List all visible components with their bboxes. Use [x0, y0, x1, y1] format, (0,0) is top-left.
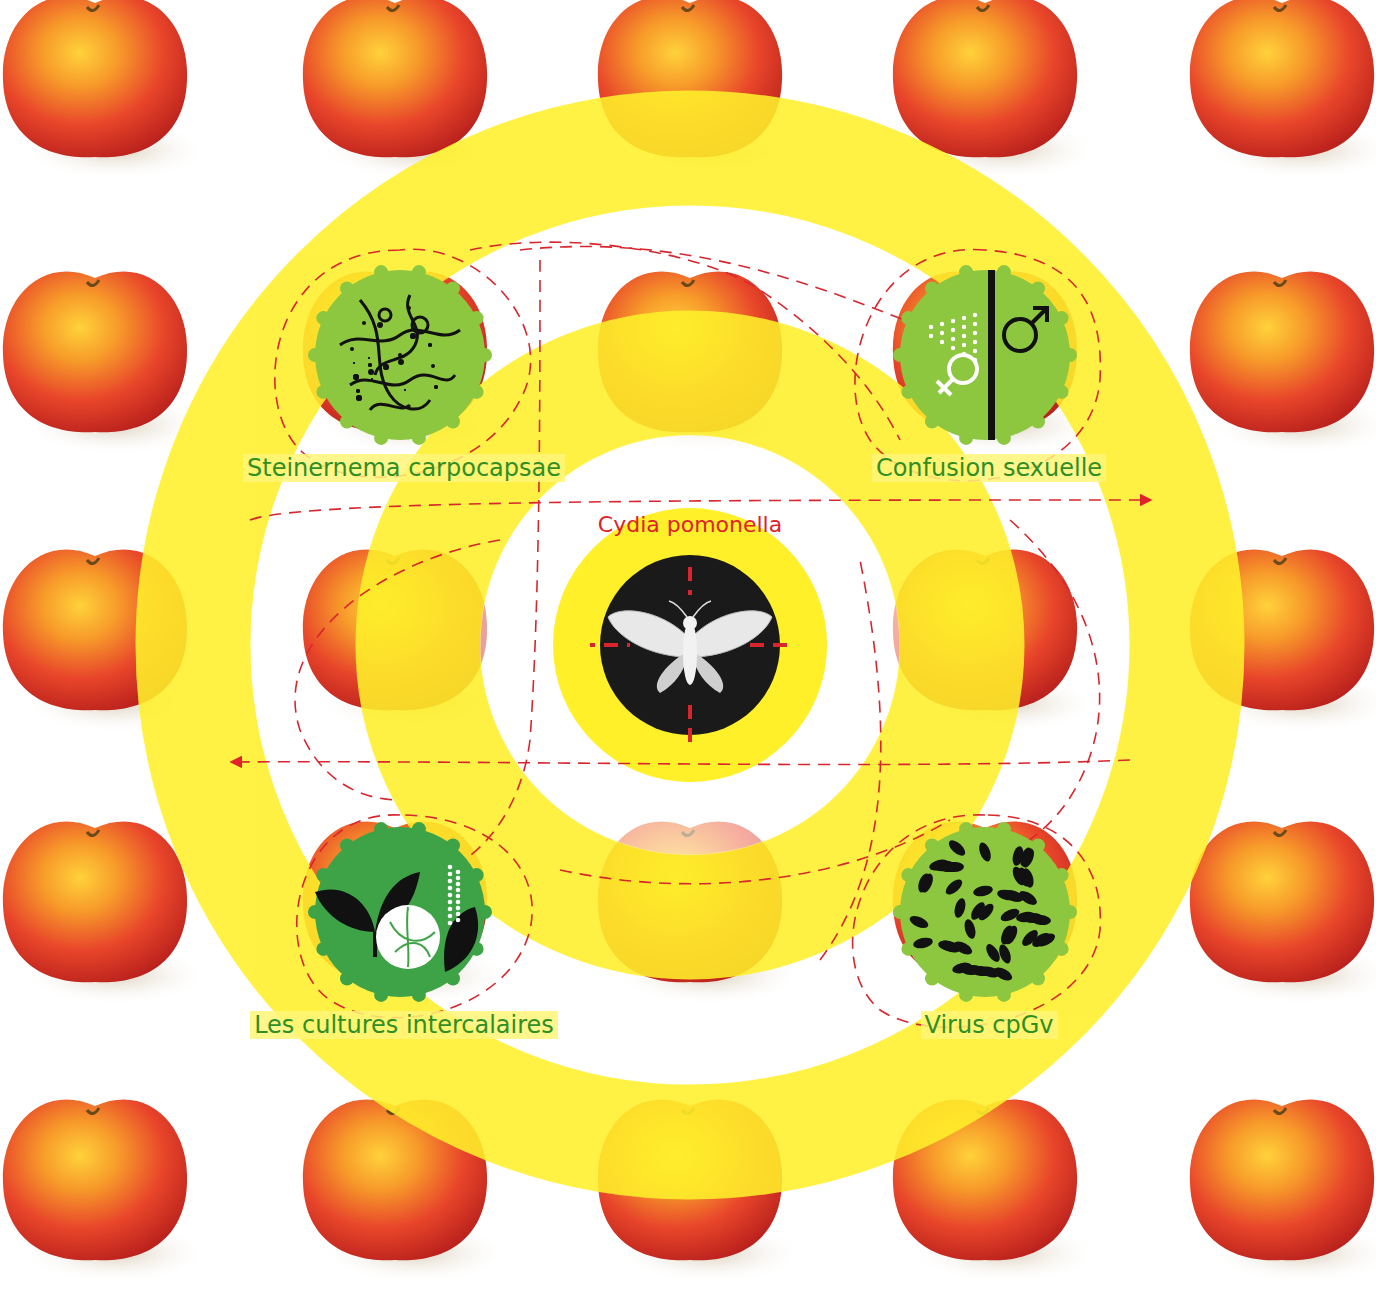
white-ring — [480, 435, 900, 855]
dashed-loop — [855, 249, 1100, 480]
method-label: Confusion sexuelle — [872, 454, 1106, 482]
crop-icon — [305, 817, 495, 1007]
method-icon: Les cultures intercalaires — [242, 817, 558, 1047]
method-icon: Virus cpGv — [890, 817, 1080, 1047]
dashed-trail — [470, 242, 900, 440]
method-label: Les cultures intercalaires — [250, 1011, 558, 1039]
dashed-trail — [820, 560, 881, 960]
species-label: Cydia pomonella — [598, 512, 782, 537]
center-icon — [590, 545, 790, 745]
dashed-loop — [275, 249, 531, 477]
dashed-loop — [853, 815, 1101, 1028]
dashed-trail — [960, 520, 1100, 870]
outer-ring — [193, 148, 1187, 1142]
method-label: Virus cpGv — [921, 1011, 1058, 1039]
dashed-loop — [297, 815, 532, 1018]
dashed-trail — [560, 820, 950, 884]
virus-icon — [890, 817, 1080, 1007]
sex-icon — [890, 260, 1080, 450]
dashed-trail — [520, 246, 930, 330]
method-label: Steinernema carpocapsae — [243, 454, 565, 482]
worm-icon — [305, 260, 495, 450]
method-icon: Confusion sexuelle — [864, 260, 1106, 490]
dashed-trail — [295, 540, 500, 800]
dashed-arrow — [232, 760, 1130, 765]
target-center: Cydia pomonella — [590, 512, 790, 749]
method-icon: Steinernema carpocapsae — [235, 260, 565, 490]
